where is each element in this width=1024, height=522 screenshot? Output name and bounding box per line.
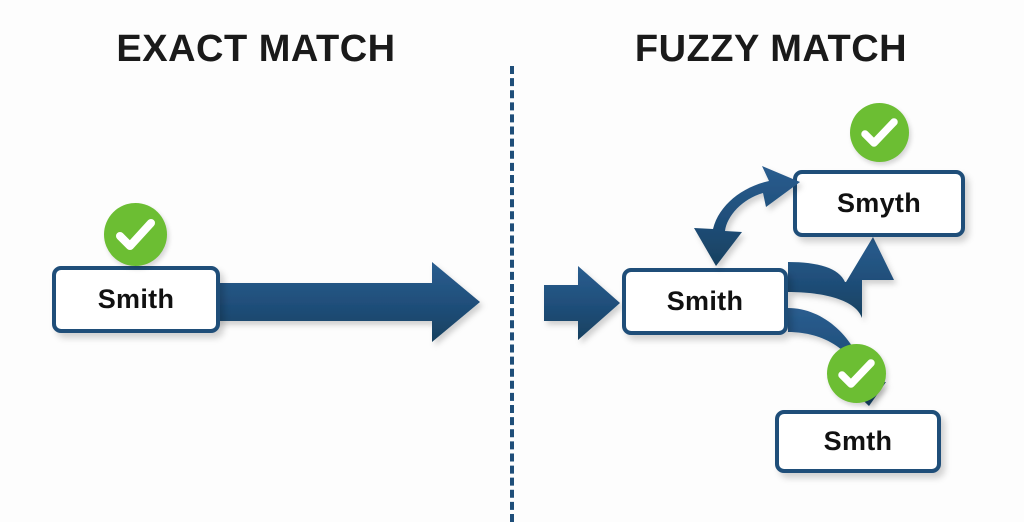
name-box-fuzzy-smyth[interactable]: Smyth [793,170,965,237]
name-box-fuzzy-smith[interactable]: Smith [622,268,788,335]
name-box-label: Smith [666,286,744,316]
curved-arrow-icon-smith-to-smyth-right [788,237,894,318]
name-box-fuzzy-smth[interactable]: Smth [775,410,941,473]
check-circle-icon-smth [827,344,886,403]
arrow-right-icon-fuzzy-entry [544,266,620,340]
name-box-label: Smth [823,426,893,456]
check-glyph [116,219,155,250]
check-glyph [861,118,898,147]
name-box-exact-smith[interactable]: Smith [52,266,220,333]
check-circle-icon-exact-smith [104,203,167,266]
name-box-label: Smyth [836,188,922,218]
curved-arrow-icon-smith-smyth-bidirectional [694,166,800,266]
name-box-label: Smith [97,284,175,314]
arrow-right-icon-exact [214,262,480,342]
check-glyph [838,359,875,388]
panel-title-fuzzy-match: FUZZY MATCH [634,28,908,70]
panel-title-exact-match: EXACT MATCH [116,28,396,70]
check-circle-icon-smyth [850,103,909,162]
panel-divider [510,66,514,522]
